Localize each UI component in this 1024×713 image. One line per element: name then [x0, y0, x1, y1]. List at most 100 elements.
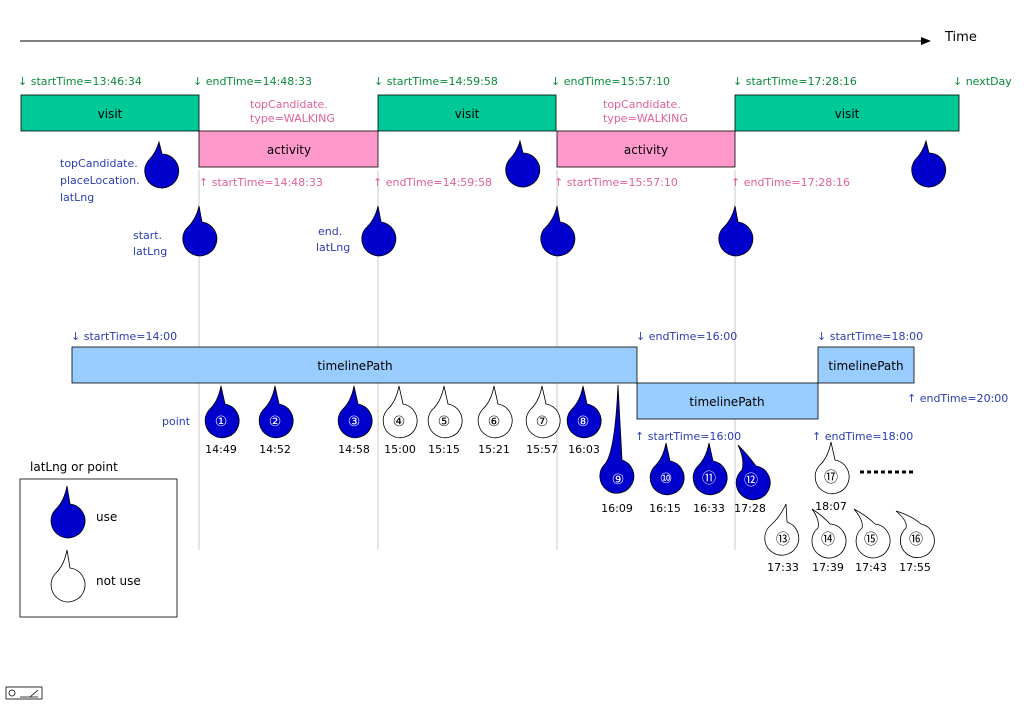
timeline-path-label: timelinePath	[828, 359, 903, 373]
point-time: 16:09	[601, 502, 633, 515]
time-label: ↓ startTime=14:59:58	[374, 75, 498, 88]
time-axis-label: Time	[944, 30, 977, 45]
legend-box	[19, 478, 178, 618]
timeline-path-boxes: timelinePath timelinePath timelinePath	[71, 346, 915, 420]
activity-type-line: type=WALKING	[603, 112, 688, 125]
activity-type-line: type=WALKING	[250, 112, 335, 125]
timeline-path-label: timelinePath	[689, 395, 764, 409]
corner-drawing-icon	[5, 686, 43, 700]
point-time: 15:00	[384, 443, 416, 456]
point-pin-icon	[525, 385, 561, 439]
legend-title: latLng or point	[30, 460, 118, 474]
point-pin-icon	[382, 385, 418, 439]
point-number: ②	[269, 414, 282, 430]
location-pin-icon	[911, 139, 947, 188]
point-number: ⑤	[438, 414, 451, 430]
point-number: ⑨	[612, 472, 625, 488]
point-pin-icon	[427, 385, 463, 439]
timeline-path-box	[636, 382, 819, 420]
point-time: 17:55	[899, 561, 931, 574]
location-pin-icon	[361, 205, 397, 257]
location-labels: topCandidate. placeLocation. latLng star…	[60, 157, 350, 258]
point-pin-icon	[814, 441, 850, 495]
location-pin-icon	[718, 205, 754, 257]
point-time: 16:33	[693, 502, 725, 515]
point-label: point	[162, 415, 191, 428]
point-number: ⑯	[909, 532, 923, 548]
time-label: ↑ endTime=18:00	[812, 430, 913, 443]
activity-time-labels: ↑ startTime=14:48:33 ↑ endTime=14:59:58 …	[199, 176, 850, 189]
time-label: ↓ endTime=15:57:10	[551, 75, 670, 88]
visit-label: visit	[835, 107, 860, 121]
time-label: ↑ startTime=16:00	[635, 430, 741, 443]
legend-use-icon	[50, 485, 86, 539]
activity-type-labels: topCandidate. type=WALKING topCandidate.…	[250, 98, 688, 125]
point-pin-icon	[337, 385, 373, 439]
visit-boxes: visit visit visit	[20, 94, 960, 132]
point-number: ①	[215, 414, 228, 430]
point-number: ③	[348, 414, 361, 430]
time-label: ↓ endTime=16:00	[636, 330, 737, 343]
point-pin-icon	[764, 503, 800, 556]
time-label: ↑ endTime=14:59:58	[373, 176, 492, 189]
location-pin-icon	[540, 205, 576, 257]
activity-box	[198, 130, 379, 168]
visit-box	[20, 94, 200, 132]
point-pin-icon	[649, 442, 685, 496]
time-label: ↑ startTime=15:57:10	[554, 176, 678, 189]
point-number: ⑮	[864, 532, 878, 548]
point-time: 14:52	[259, 443, 291, 456]
legend: latLng or point use not use	[19, 460, 178, 618]
end-latlng-line: latLng	[316, 241, 350, 254]
point-time: 15:15	[428, 443, 460, 456]
start-latlng-line: latLng	[133, 245, 167, 258]
time-label: ↓ startTime=17:28:16	[733, 75, 857, 88]
timeline-time-labels: ↓ startTime=14:00 ↓ endTime=16:00 ↓ star…	[71, 330, 1008, 443]
time-label: ↑ startTime=14:48:33	[199, 176, 323, 189]
point-number: ⑥	[488, 414, 501, 430]
activity-boxes: activity activity	[198, 130, 736, 168]
legend-not-use-label: not use	[96, 574, 141, 588]
top-time-labels: ↓ startTime=13:46:34 ↓ endTime=14:48:33 …	[18, 75, 1012, 88]
visit-label: visit	[455, 107, 480, 121]
point-time: 17:39	[812, 561, 844, 574]
point-pin-icon	[204, 385, 240, 439]
location-markers	[144, 139, 947, 257]
visit-box	[377, 94, 557, 132]
location-pin-icon	[505, 139, 541, 188]
point-time: 17:33	[767, 561, 799, 574]
time-label: ↑ endTime=20:00	[907, 392, 1008, 405]
point-pin-icon	[853, 508, 891, 559]
point-time: 14:58	[338, 443, 370, 456]
point-time: 17:28	[734, 502, 766, 515]
point-time: 16:03	[568, 443, 600, 456]
point-pin-icon	[692, 442, 728, 496]
point-time: 17:43	[855, 561, 887, 574]
time-label: ↓ endTime=14:48:33	[193, 75, 312, 88]
activity-type-line: topCandidate.	[603, 98, 681, 111]
location-pin-icon	[182, 205, 218, 257]
time-label: ↓ startTime=13:46:34	[18, 75, 142, 88]
activity-label: activity	[267, 143, 311, 157]
time-label: ↓ nextDay	[953, 75, 1012, 88]
timeline-path-label: timelinePath	[317, 359, 392, 373]
point-number: ⑪	[702, 471, 716, 487]
place-location-line: topCandidate.	[60, 157, 138, 170]
point-pin-icon	[599, 384, 635, 494]
point-number: ⑰	[824, 470, 838, 486]
end-latlng-line: end.	[318, 225, 342, 238]
point-time: 15:57	[526, 443, 558, 456]
point-pin-icon	[566, 385, 602, 439]
point-number: ⑦	[536, 414, 549, 430]
time-label: ↑ endTime=17:28:16	[731, 176, 850, 189]
point-number: ⑧	[577, 414, 590, 430]
point-time: 14:49	[205, 443, 237, 456]
time-label: ↓ startTime=14:00	[71, 330, 177, 343]
point-pin-icon	[811, 508, 847, 559]
point-pin-icon	[735, 444, 771, 501]
point-number: ⑩	[660, 471, 673, 487]
place-location-line: placeLocation.	[60, 174, 140, 187]
point-markers: ① 14:49 ② 14:52 ③ 14:58 ④ 15:00 ⑤ 15:15 …	[204, 384, 935, 574]
point-time: 16:15	[649, 502, 681, 515]
